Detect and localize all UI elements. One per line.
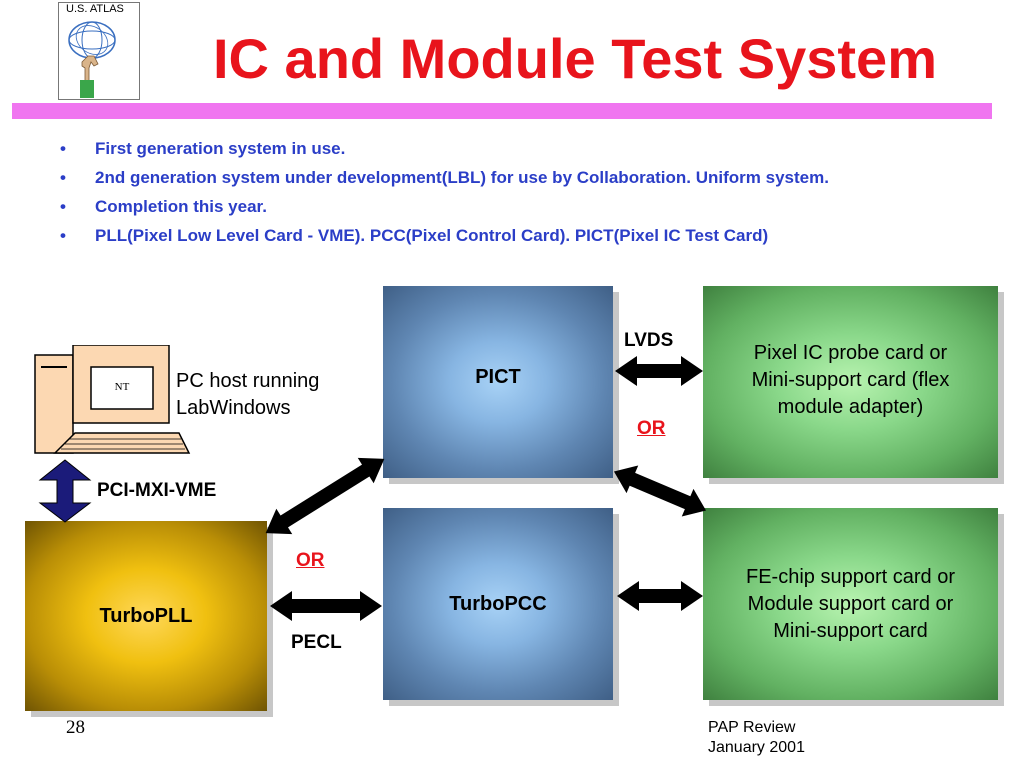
slide-title: IC and Module Test System <box>213 27 937 90</box>
lvds-label: LVDS <box>624 330 674 351</box>
bullet-dot: • <box>60 168 66 187</box>
turbopcc-label: TurboPCC <box>449 592 547 615</box>
bullet-item: • First generation system in use. <box>60 136 829 165</box>
or-label-top: OR <box>637 418 666 439</box>
bullet-dot: • <box>60 226 66 245</box>
probe-card-line: Mini-support card (flex <box>751 369 950 391</box>
pci-mxi-vme-label: PCI-MXI-VME <box>97 480 217 501</box>
fe-card-line: FE-chip support card or <box>746 565 955 588</box>
pict-label: PICT <box>475 366 521 388</box>
pc-host-line: LabWindows <box>176 397 291 419</box>
atlas-logo <box>58 2 140 100</box>
footer-line: PAP Review <box>708 719 796 736</box>
probe-card-line: Pixel IC probe card or <box>753 342 948 364</box>
probe-card-box: Pixel IC probe card or Mini-support card… <box>703 286 998 478</box>
logo-text: U.S. ATLAS <box>66 3 124 15</box>
page-number: 28 <box>66 717 85 738</box>
probe-card-line: module adapter) <box>777 396 924 418</box>
turbopll-label: TurboPLL <box>99 604 193 627</box>
footer-line: January 2001 <box>708 739 805 756</box>
bullet-text: 2nd generation system under development(… <box>95 168 829 187</box>
footer-note: PAP Review January 2001 <box>708 718 805 758</box>
pecl-label: PECL <box>291 632 342 653</box>
pc-computer-icon <box>33 344 193 460</box>
bullet-item: • 2nd generation system under development… <box>60 165 829 194</box>
title-rule <box>12 103 992 119</box>
lvds-double-arrow <box>615 356 703 386</box>
pci-double-arrow <box>38 459 92 523</box>
turbopcc-box: TurboPCC <box>383 508 613 700</box>
pc-host-caption: PC host running LabWindows <box>176 368 319 422</box>
pll-pict-double-arrow <box>265 457 385 535</box>
pict-fe-double-arrow <box>613 465 707 517</box>
fe-card-line: Module support card or <box>747 592 954 615</box>
bullet-dot: • <box>60 197 66 216</box>
pc-screen-label: NT <box>114 381 130 393</box>
bullet-item: • Completion this year. <box>60 194 829 223</box>
bullet-list: • First generation system in use. • 2nd ge… <box>60 136 829 252</box>
bullet-text: Completion this year. <box>95 197 267 216</box>
pcc-fe-double-arrow <box>617 581 703 611</box>
or-label-bottom: OR <box>296 550 325 571</box>
bullet-text: PLL(Pixel Low Level Card - VME). PCC(Pix… <box>95 226 769 245</box>
fe-card-line: Mini-support card <box>773 619 928 642</box>
fe-card-box: FE-chip support card or Module support c… <box>703 508 998 700</box>
pecl-double-arrow <box>270 591 382 621</box>
bullet-item: • PLL(Pixel Low Level Card - VME). PCC(Pi… <box>60 223 829 252</box>
pc-host-line: PC host running <box>176 370 320 392</box>
bullet-text: First generation system in use. <box>95 139 346 158</box>
turbopll-box: TurboPLL <box>25 521 267 711</box>
bullet-dot: • <box>60 139 66 158</box>
pict-box: PICT <box>383 286 613 478</box>
